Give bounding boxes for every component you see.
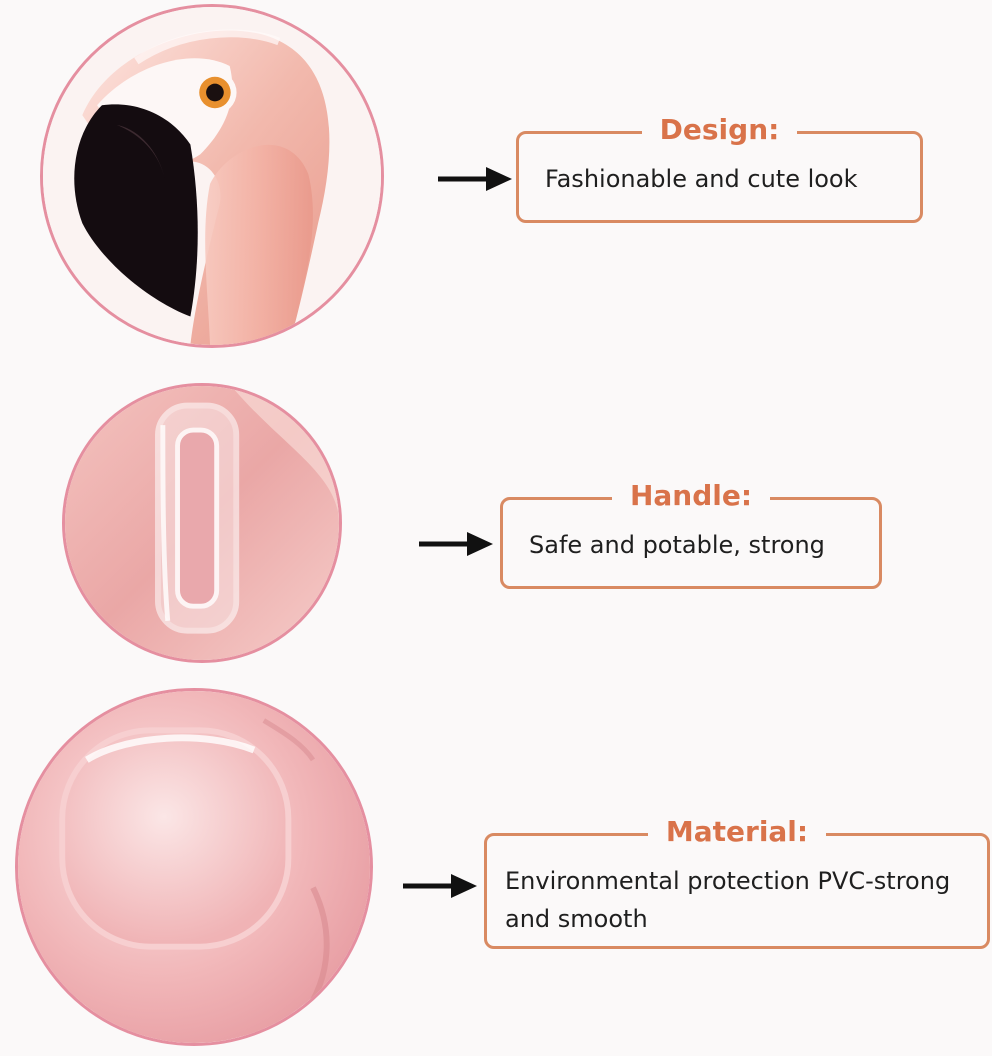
feature-title: Design:	[519, 112, 920, 148]
handle-image	[62, 383, 342, 663]
handle-icon	[65, 386, 339, 660]
handle-feature-box: Handle: Safe and potable, strong	[500, 479, 882, 589]
right-arrow-icon	[401, 868, 481, 904]
design-feature-box: Design: Fashionable and cute look	[516, 113, 923, 223]
right-arrow-icon	[417, 526, 497, 562]
feature-title: Material:	[487, 814, 987, 850]
feature-description: Safe and potable, strong	[529, 531, 825, 559]
material-image	[15, 688, 373, 1046]
flamingo-head-icon	[43, 7, 381, 345]
material-feature-box: Material: Environmental protection PVC-s…	[484, 815, 990, 949]
feature-description: Environmental protection PVC-strong and …	[505, 867, 951, 933]
pvc-material-icon	[18, 691, 370, 1043]
feature-title: Handle:	[503, 478, 879, 514]
right-arrow-icon	[436, 161, 516, 197]
flamingo-head-image	[40, 4, 384, 348]
feature-description: Fashionable and cute look	[545, 165, 858, 193]
